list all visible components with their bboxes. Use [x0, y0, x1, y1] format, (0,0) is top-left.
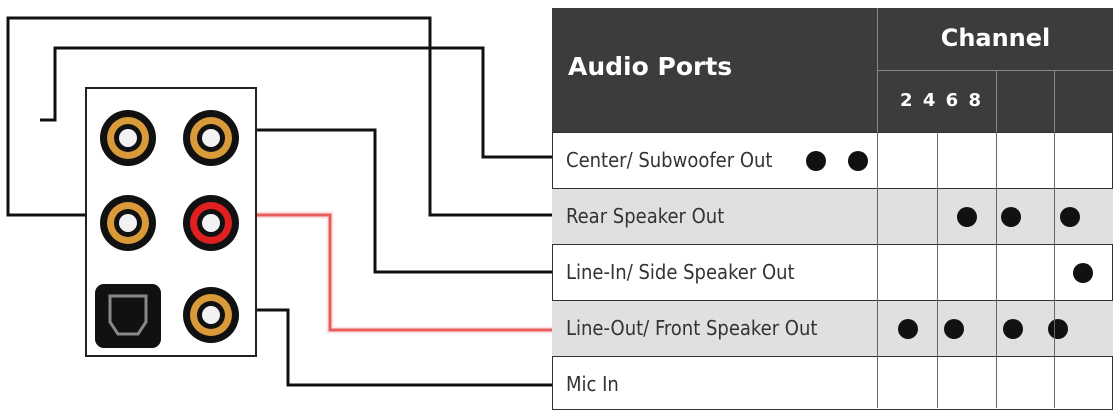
table-row-center-subwoofer: Center/ Subwoofer Out — [552, 132, 1113, 188]
audio-ports-table: Audio Ports Channel 2 4 6 8 Center/ Subw… — [552, 8, 1113, 410]
wire-line-out-front-glow — [215, 211, 552, 334]
col-divider-4 — [1054, 132, 1055, 408]
table-row-line-in-side: Line-In/ Side Speaker Out — [552, 244, 1113, 300]
channel-number-6: 6 — [945, 90, 961, 111]
channel-number-4: 4 — [922, 90, 938, 111]
audio-ports-header-cell — [552, 8, 877, 132]
dot — [957, 207, 977, 227]
channel-numbers-cell — [878, 71, 1113, 132]
col-divider-2 — [937, 132, 938, 408]
dot — [848, 151, 868, 171]
header-col-divider-4 — [1054, 71, 1055, 132]
dot — [944, 319, 964, 339]
jack-center-subwoofer — [100, 110, 156, 166]
dot — [806, 151, 826, 171]
wire-line-out-front — [215, 213, 552, 332]
channel-header-cell — [878, 8, 1113, 70]
channel-number-8: 8 — [968, 90, 983, 111]
dot — [1003, 319, 1023, 339]
jack-mic-in — [183, 287, 239, 343]
header-divider — [877, 8, 878, 132]
dot — [1001, 207, 1021, 227]
row-label: Center/ Subwoofer Out — [566, 148, 773, 172]
row-label: Mic In — [566, 372, 619, 396]
channel-numbers: 2 4 6 8 — [900, 90, 983, 111]
row-label: Line-In/ Side Speaker Out — [566, 260, 795, 284]
wire-mic-in — [230, 308, 552, 387]
dot — [1048, 319, 1068, 339]
col-divider-3 — [996, 132, 997, 408]
header-col-divider-3 — [996, 71, 997, 132]
row-label: Line-Out/ Front Speaker Out — [566, 316, 818, 340]
dot — [1060, 207, 1080, 227]
audio-ports-header: Audio Ports — [568, 52, 733, 81]
jack-line-out-front — [183, 195, 239, 251]
jack-rear-speaker — [100, 195, 156, 251]
dot — [1073, 263, 1093, 283]
wire-center-subwoofer — [40, 46, 552, 159]
dot — [898, 319, 918, 339]
table-row-mic-in: Mic In — [552, 356, 1113, 409]
wire-line-in-side — [215, 128, 552, 274]
wire-rear-speaker — [6, 16, 552, 217]
channel-header: Channel — [940, 24, 1051, 52]
rear-panel-illustration — [6, 16, 552, 387]
optical-spdif-port — [95, 284, 161, 348]
channel-number-2: 2 — [900, 90, 915, 111]
table-row-line-out-front: Line-Out/ Front Speaker Out — [552, 300, 1113, 356]
jack-line-in-side — [183, 110, 239, 166]
table-row-rear-speaker: Rear Speaker Out — [552, 188, 1113, 244]
col-divider-1 — [877, 132, 878, 408]
row-label: Rear Speaker Out — [566, 204, 725, 228]
channel-header-divider — [878, 70, 1113, 71]
